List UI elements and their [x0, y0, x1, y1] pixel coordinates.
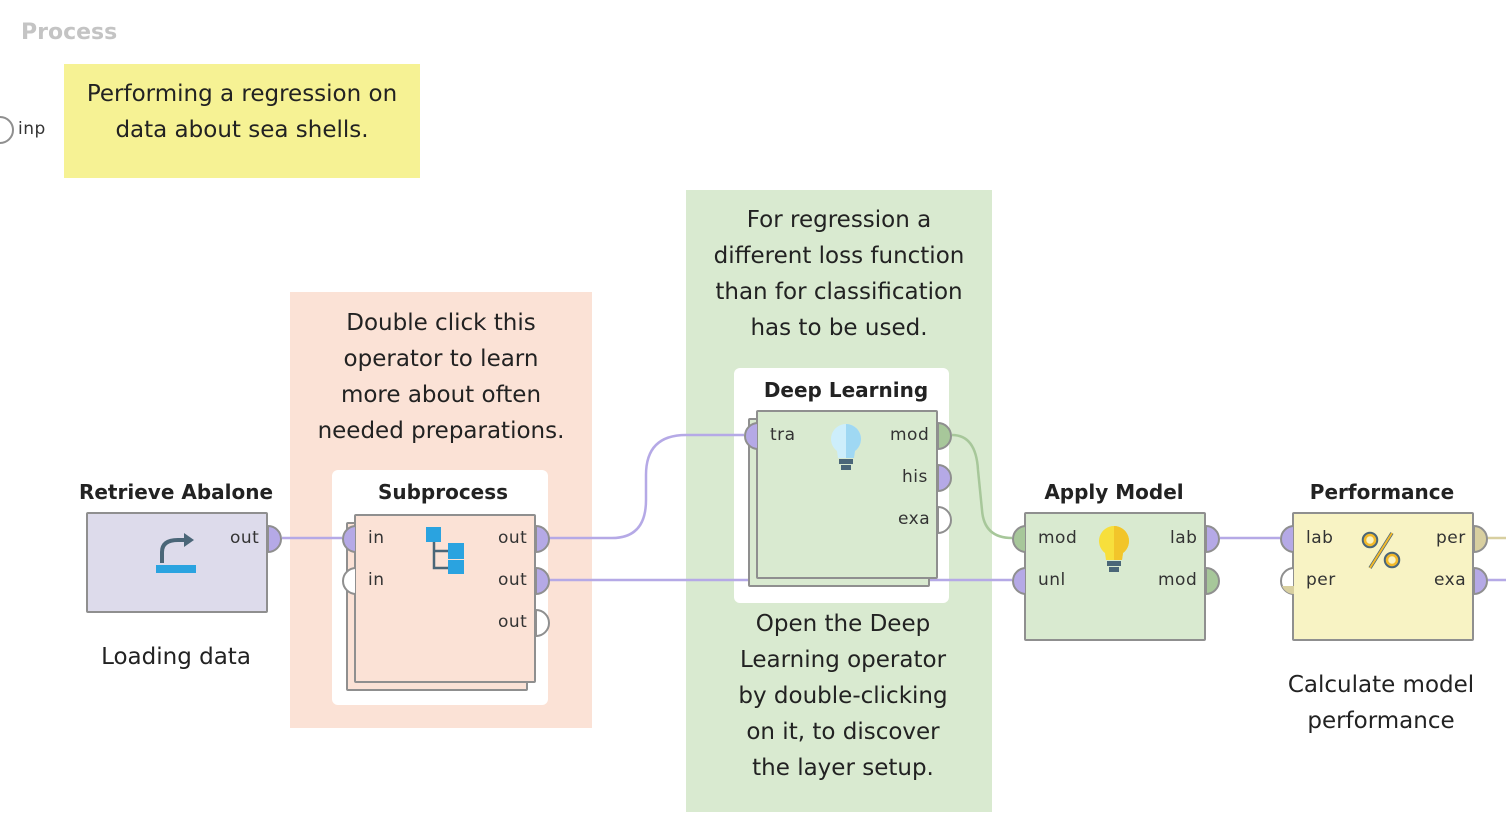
retrieve-operator[interactable] — [86, 512, 268, 613]
deep-learning-in-label: tra — [770, 425, 796, 445]
retrieve-subtitle: Loading data — [101, 644, 251, 670]
deep-learning-note-line: than for classification — [715, 279, 963, 305]
deep-learning-exa-port[interactable] — [938, 506, 954, 534]
deep-learning-note-line: has to be used. — [750, 315, 928, 341]
subprocess-operator[interactable] — [354, 514, 536, 683]
performance-exa-out-port[interactable] — [1474, 567, 1490, 595]
deep-learning-note-line: the layer setup. — [752, 755, 934, 781]
apply-model-in-label: unl — [1038, 570, 1066, 590]
apply-model-unl-port[interactable] — [1010, 567, 1026, 595]
performance-per-in-port[interactable] — [1278, 567, 1294, 595]
deep-learning-note-line: on it, to discover — [746, 719, 940, 745]
deep-learning-note-line: by double-clicking — [738, 683, 948, 709]
lightbulb-icon — [831, 424, 861, 470]
apply-model-mod-port[interactable] — [1010, 525, 1026, 553]
intro-note[interactable]: Performing a regression on data about se… — [64, 64, 420, 178]
retrieve-title: Retrieve Abalone — [78, 480, 274, 504]
subprocess-note-line: Double click this — [346, 310, 536, 336]
deep-learning-out-label: his — [902, 467, 928, 487]
apply-model-in-label: mod — [1038, 528, 1078, 548]
subprocess-note-line: more about often — [340, 382, 542, 408]
retrieve-arrow-icon — [156, 533, 196, 573]
performance-subtitle-line: performance — [1307, 708, 1455, 734]
performance-in-label: lab — [1306, 528, 1334, 548]
subprocess-title: Subprocess — [377, 480, 509, 504]
subprocess-out-label: out — [498, 570, 528, 590]
retrieve-port-label: out — [230, 528, 260, 548]
apply-model-lab-port[interactable] — [1206, 525, 1222, 553]
deep-learning-tra-port[interactable] — [742, 422, 758, 450]
deep-learning-note-line: For regression a — [746, 207, 932, 233]
intro-note-line: Performing a regression on — [86, 81, 398, 107]
percent-icon — [1361, 531, 1401, 569]
performance-subtitle-line: Calculate model — [1287, 672, 1475, 698]
subprocess-in-port-1[interactable] — [340, 525, 356, 553]
deep-learning-note-line: different loss function — [713, 243, 965, 269]
performance-out-label: exa — [1434, 570, 1467, 590]
process-input-port[interactable] — [0, 115, 14, 145]
deep-learning-out-label: exa — [898, 509, 931, 529]
process-input-port-label: inp — [18, 119, 46, 139]
performance-operator[interactable] — [1292, 512, 1474, 641]
performance-out-label: per — [1436, 528, 1466, 548]
subprocess-in-port-2[interactable] — [340, 567, 356, 595]
subprocess-out-port-3[interactable] — [536, 609, 552, 637]
lightbulb-icon — [1099, 526, 1129, 572]
apply-model-mod-out-port[interactable] — [1206, 567, 1222, 595]
deep-learning-his-port[interactable] — [938, 464, 954, 492]
process-title: Process — [21, 20, 118, 45]
subprocess-out-port-2[interactable] — [536, 567, 552, 595]
performance-title: Performance — [1309, 480, 1455, 504]
subprocess-out-label: out — [498, 528, 528, 548]
performance-per-out-port[interactable] — [1474, 525, 1490, 553]
subprocess-note-line: operator to learn — [343, 346, 539, 372]
apply-model-out-label: mod — [1158, 570, 1198, 590]
deep-learning-title: Deep Learning — [763, 378, 929, 402]
performance-in-label: per — [1306, 570, 1336, 590]
intro-note-line: data about sea shells. — [115, 117, 369, 143]
deep-learning-note-line: Learning operator — [739, 647, 947, 673]
deep-learning-note-line: Open the Deep — [755, 611, 931, 637]
subprocess-in-label: in — [368, 570, 385, 590]
retrieve-out-port[interactable] — [268, 525, 284, 553]
performance-subtitle: Calculate model performance — [1276, 667, 1486, 739]
apply-model-out-label: lab — [1170, 528, 1198, 548]
deep-learning-mod-port[interactable] — [938, 422, 954, 450]
subprocess-out-port-1[interactable] — [536, 525, 552, 553]
subprocess-tree-icon — [426, 527, 464, 574]
performance-lab-port[interactable] — [1278, 525, 1294, 553]
subprocess-note-line: needed preparations. — [317, 418, 565, 444]
subprocess-in-label: in — [368, 528, 385, 548]
apply-model-title: Apply Model — [1044, 480, 1184, 504]
subprocess-out-label: out — [498, 612, 528, 632]
deep-learning-out-label: mod — [890, 425, 930, 445]
